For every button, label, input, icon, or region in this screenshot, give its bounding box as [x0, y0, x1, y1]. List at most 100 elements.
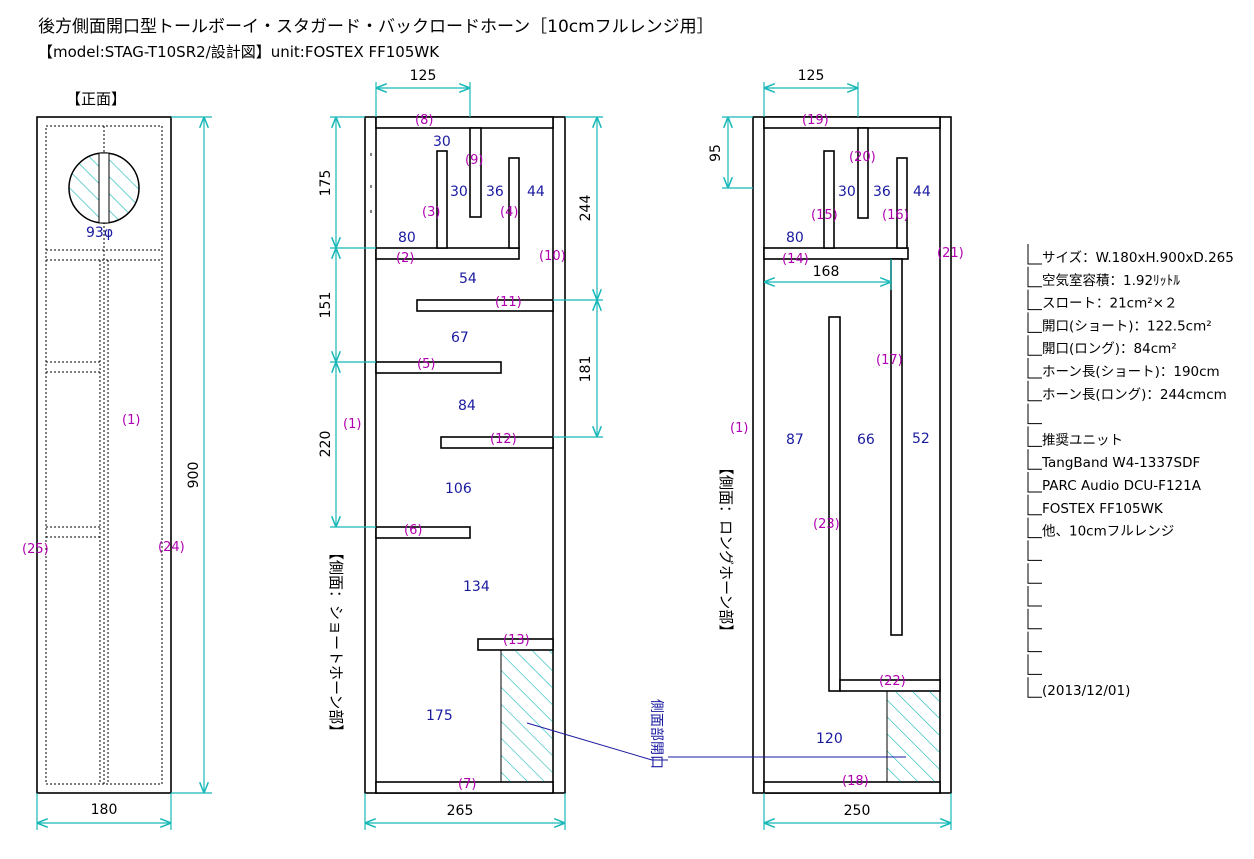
spec-row-marker	[1027, 631, 1042, 653]
spec-row-marker	[1027, 677, 1042, 698]
short-part-9: (9)	[465, 153, 483, 168]
short-value-80: 80	[398, 230, 416, 246]
long-value-44: 44	[913, 184, 931, 200]
spec-line: TangBand W4-1337SDF	[1041, 455, 1200, 471]
spec-row-marker	[1027, 563, 1042, 584]
spec-line: 空気室容積：1.92ﾘｯﾄﾙ	[1042, 272, 1180, 289]
board-8	[375, 116, 554, 129]
front-part-1: (1)	[122, 413, 140, 428]
board-15	[823, 150, 835, 249]
spec-row-marker	[1027, 312, 1042, 333]
short-view-label: 【側面：ショートホーン部】	[327, 545, 345, 739]
long-top-dim: 125	[798, 68, 825, 84]
board-17	[890, 258, 903, 636]
front-width-dim: 180	[91, 802, 118, 818]
short-part-7: (7)	[458, 777, 476, 792]
short-value-44: 44	[527, 184, 545, 200]
short-top-dim: 125	[410, 68, 437, 84]
board-23	[828, 316, 841, 692]
short-part-11: (11)	[495, 295, 522, 310]
long-part-20: (20)	[849, 150, 876, 165]
short-part-10: (10)	[539, 249, 566, 264]
spec-line: 開口(ショート)：122.5cm²	[1042, 318, 1212, 334]
spec-row-marker	[1027, 517, 1042, 539]
board-18	[763, 781, 941, 794]
spec-row-marker	[1027, 472, 1042, 493]
board-7	[375, 781, 554, 794]
spec-line: ホーン長(ショート)：190cm	[1042, 364, 1220, 380]
spec-row-marker	[1027, 654, 1042, 675]
long-value-66: 66	[857, 432, 875, 448]
board-16	[896, 157, 908, 249]
spec-row-marker	[1027, 266, 1042, 288]
short-part-1: (1)	[343, 417, 361, 432]
short-left-dim-220: 220	[318, 431, 334, 458]
opening-callout-label: 側面部開口	[648, 699, 664, 769]
long-value-80: 80	[786, 230, 804, 246]
short-part-13: (13)	[503, 633, 530, 648]
long-part-19: (19)	[802, 113, 829, 128]
long-value-30: 30	[838, 184, 856, 200]
spec-row-marker	[1027, 335, 1042, 356]
board-9	[469, 127, 482, 218]
spec-row-marker	[1027, 494, 1042, 516]
board-20	[857, 127, 869, 219]
spec-line: ホーン長(ロング)：244cmcm	[1042, 387, 1227, 403]
spec-row-marker	[1027, 403, 1042, 425]
long-view-label: 【側面：ロングホーン部】	[717, 460, 735, 639]
spec-row-marker	[1027, 358, 1042, 379]
short-value-67: 67	[451, 330, 469, 346]
spec-list: サイズ：W.180xH.900xD.265空気室容積：1.92ﾘｯﾄﾙスロート：…	[1027, 244, 1234, 699]
short-horn-view: (8) (9) (3) (4) (2) (10) (11) (5) (12) (…	[318, 68, 668, 830]
front-view-label: 【正面】	[66, 90, 126, 108]
short-part-2: (2)	[396, 251, 414, 266]
spec-line: 他、10cmフルレンジ	[1042, 524, 1174, 540]
drawing-subtitle: 【model:STAG-T10SR2/設計図】unit:FOSTEX FF105…	[38, 43, 440, 61]
long-part-16: (16)	[882, 208, 909, 223]
board-19	[763, 116, 941, 129]
long-part-14: (14)	[782, 252, 809, 267]
front-part-25: (25)	[22, 542, 49, 557]
long-value-120: 120	[816, 731, 843, 747]
long-part-1: (1)	[730, 421, 748, 436]
spec-row-marker	[1027, 380, 1042, 402]
front-height-dim: 900	[186, 462, 202, 489]
short-part-12: (12)	[490, 432, 517, 447]
long-side-opening	[886, 690, 941, 783]
short-value-54: 54	[459, 271, 477, 287]
short-left-dim-175: 175	[318, 170, 334, 197]
long-part-23: (23)	[813, 517, 840, 532]
spec-line: FOSTEX FF105WK	[1042, 501, 1164, 517]
board-6	[375, 526, 471, 539]
board-3	[436, 150, 448, 249]
long-part-21: (21)	[937, 246, 964, 261]
long-part-22: (22)	[879, 674, 906, 689]
long-value-36: 36	[873, 184, 891, 200]
short-part-3: (3)	[422, 205, 440, 220]
board-5	[375, 361, 502, 374]
long-horn-view: (19) (20) (15) (16) (14) (21) (17) (1) (…	[668, 68, 964, 830]
spec-line: スロート：21cm²×２	[1042, 296, 1177, 312]
long-part-15: (15)	[811, 208, 838, 223]
long-value-52: 52	[912, 431, 930, 447]
spec-row-marker	[1027, 608, 1042, 630]
short-part-5: (5)	[417, 357, 435, 372]
short-value-134: 134	[463, 579, 490, 595]
short-value-175: 175	[426, 708, 453, 724]
front-panel-outline	[36, 116, 172, 794]
spec-row-marker	[1027, 586, 1042, 607]
spec-row-marker	[1027, 244, 1042, 265]
short-value-106: 106	[445, 481, 472, 497]
short-right-dim-181: 181	[578, 356, 594, 383]
spec-line: PARC Audio DCU-F121A	[1042, 478, 1202, 494]
spec-line: 開口(ロング)：84cm²	[1042, 341, 1177, 357]
short-left-dim-151: 151	[318, 292, 334, 319]
board-4	[508, 157, 520, 249]
short-value-30a: 30	[433, 134, 451, 150]
board-12	[440, 436, 554, 449]
spec-row-marker	[1027, 289, 1042, 311]
short-bottom-dim: 265	[447, 803, 474, 819]
board-14	[763, 247, 909, 260]
spec-line: 推奨ユニット	[1042, 432, 1123, 448]
short-part-6: (6)	[404, 523, 422, 538]
